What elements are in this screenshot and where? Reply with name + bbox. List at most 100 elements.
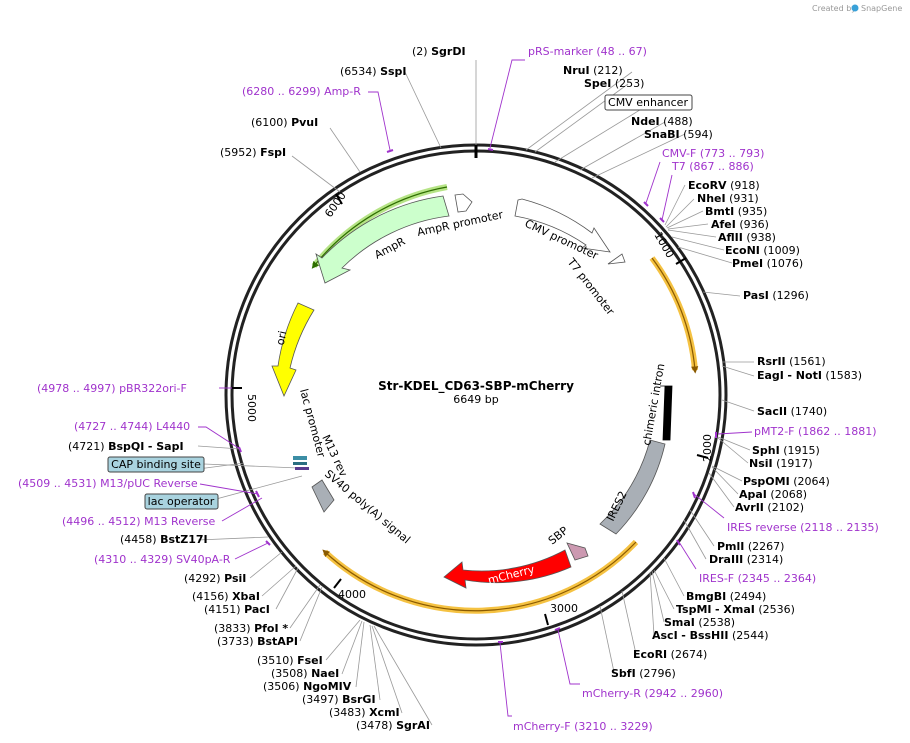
svg-text:T7 (867 .. 886): T7 (867 .. 886) — [671, 160, 754, 173]
svg-text:EagI - NotI (1583): EagI - NotI (1583) — [757, 369, 862, 382]
site-aflii[interactable]: AflII (938) — [718, 231, 776, 244]
site-naei[interactable]: (3508) NaeI — [271, 667, 339, 680]
svg-text:(3508) NaeI: (3508) NaeI — [271, 667, 339, 680]
primer-prs-marker[interactable]: pRS-marker (48 .. 67) — [528, 45, 647, 58]
site-sgrai[interactable]: (3478) SgrAI — [356, 719, 430, 732]
svg-text:AfeI (936): AfeI (936) — [711, 218, 769, 231]
site-rsrii[interactable]: RsrII (1561) — [757, 355, 826, 368]
site-sbfi[interactable]: SbfI (2796) — [611, 667, 676, 680]
svg-text:NsiI (1917): NsiI (1917) — [749, 457, 813, 470]
site-ndei[interactable]: NdeI (488) — [631, 115, 693, 128]
site-fsei[interactable]: (3510) FseI — [257, 654, 323, 667]
site-avrii[interactable]: AvrII (2102) — [735, 501, 804, 514]
primer-ires-f[interactable]: IRES-F (2345 .. 2364) — [699, 572, 816, 585]
mcherry-feature[interactable] — [443, 549, 572, 589]
t7-promoter-feature[interactable] — [607, 253, 626, 265]
svg-text:(4727 .. 4744) L4440: (4727 .. 4744) L4440 — [74, 420, 190, 433]
primer-t7[interactable]: T7 (867 .. 886) — [671, 160, 754, 173]
site-bmti[interactable]: BmtI (935) — [705, 205, 767, 218]
svg-text:(3497) BsrGI: (3497) BsrGI — [302, 693, 376, 706]
svg-text:BmtI (935): BmtI (935) — [705, 205, 767, 218]
ampr-feature[interactable] — [315, 195, 450, 284]
site-econi[interactable]: EcoNI (1009) — [725, 244, 800, 257]
ires2-feature[interactable] — [599, 439, 666, 535]
cmv-enhancer-box[interactable] — [604, 94, 693, 111]
site-psii[interactable]: (4292) PsiI — [184, 572, 246, 585]
svg-text:EcoRV (918): EcoRV (918) — [688, 179, 760, 192]
svg-text:(4292) PsiI: (4292) PsiI — [184, 572, 246, 585]
svg-text:RsrII (1561): RsrII (1561) — [757, 355, 826, 368]
site-sgrdi[interactable]: (2) SgrDI — [412, 45, 466, 58]
svg-text:AvrII (2102): AvrII (2102) — [735, 501, 804, 514]
site-smai[interactable]: SmaI (2538) — [664, 616, 735, 629]
site-bstapi[interactable]: (3733) BstAPI — [217, 635, 298, 648]
site-fspi[interactable]: (5952) FspI — [220, 146, 286, 159]
svg-text:(4496 .. 4512) M13 Reverse: (4496 .. 4512) M13 Reverse — [62, 515, 215, 528]
svg-text:SbfI (2796): SbfI (2796) — [611, 667, 676, 680]
chimeric-intron-feature[interactable] — [660, 385, 673, 441]
svg-text:DraIII (2314): DraIII (2314) — [709, 553, 783, 566]
site-spei[interactable]: SpeI (253) — [584, 77, 644, 90]
primer-m13-reverse[interactable]: (4496 .. 4512) M13 Reverse — [62, 515, 215, 528]
site-sphi[interactable]: SphI (1915) — [752, 444, 820, 457]
site-eagi-noti[interactable]: EagI - NotI (1583) — [757, 369, 862, 382]
mcherry-label: mCherry — [487, 563, 537, 587]
primer-m13-puc-reverse[interactable]: (4509 .. 4531) M13/pUC Reverse — [18, 477, 198, 490]
site-asci-bsshii[interactable]: AscI - BssHII (2544) — [652, 629, 769, 642]
site-sspi[interactable]: (6534) SspI — [340, 65, 407, 78]
site-pspomi[interactable]: PspOMI (2064) — [743, 475, 830, 488]
site-paci[interactable]: (4151) PacI — [204, 603, 270, 616]
site-nsii[interactable]: NsiI (1917) — [749, 457, 813, 470]
site-pmli[interactable]: PmlI (2267) — [717, 540, 784, 553]
site-ngomiv[interactable]: (3506) NgoMIV — [263, 680, 352, 693]
svg-text:mCherry-R (2942 .. 2960): mCherry-R (2942 .. 2960) — [582, 687, 723, 700]
tick-4000 — [333, 578, 342, 589]
site-bspqi-sapi[interactable]: (4721) BspQI - SapI — [68, 440, 184, 453]
site-xcmi[interactable]: (3483) XcmI — [329, 706, 400, 719]
site-pasi[interactable]: PasI (1296) — [743, 289, 809, 302]
site-nrui[interactable]: NruI (212) — [563, 64, 623, 77]
site-xbai[interactable]: (4156) XbaI — [192, 590, 260, 603]
ori-feature[interactable] — [271, 302, 315, 398]
svg-text:(4458) BstZ17I: (4458) BstZ17I — [120, 533, 208, 546]
cmv-promoter-feature[interactable] — [514, 198, 611, 253]
site-bsrgi[interactable]: (3497) BsrGI — [302, 693, 376, 706]
site-pfoi[interactable]: (3833) PfoI * — [214, 622, 288, 635]
primer-mcherry-f[interactable]: mCherry-F (3210 .. 3229) — [513, 720, 653, 733]
tick-1000 — [675, 257, 687, 265]
site-draiii[interactable]: DraIII (2314) — [709, 553, 783, 566]
site-snabi[interactable]: SnaBI (594) — [644, 128, 713, 141]
site-pmei[interactable]: PmeI (1076) — [732, 257, 803, 270]
primer-pmt2-f[interactable]: pMT2-F (1862 .. 1881) — [754, 425, 877, 438]
svg-text:AflII (938): AflII (938) — [718, 231, 776, 244]
ampr-promoter-feature[interactable] — [454, 193, 473, 213]
lac-operator-box[interactable] — [144, 493, 219, 510]
sbp-feature[interactable] — [566, 542, 589, 561]
site-nhei[interactable]: NheI (931) — [697, 192, 759, 205]
site-sacii[interactable]: SacII (1740) — [757, 405, 827, 418]
site-bstz17i[interactable]: (4458) BstZ17I — [120, 533, 208, 546]
primer-mcherry-r[interactable]: mCherry-R (2942 .. 2960) — [582, 687, 723, 700]
site-ecorv[interactable]: EcoRV (918) — [688, 179, 760, 192]
cap-binding-site-box[interactable] — [107, 456, 205, 473]
tick-label-1000: 1000 — [651, 230, 676, 261]
site-pvui[interactable]: (6100) PvuI — [251, 116, 318, 129]
primer-amp-r[interactable]: (6280 .. 6299) Amp-R — [242, 85, 361, 98]
site-apai[interactable]: ApaI (2068) — [739, 488, 807, 501]
primer-sv40pa-r[interactable]: (4310 .. 4329) SV40pA-R — [94, 553, 231, 566]
sv40-polya-feature[interactable] — [311, 479, 335, 513]
primer-mark-mcherryr — [554, 627, 561, 631]
primer-pbr322ori-f[interactable]: (4978 .. 4997) pBR322ori-F — [37, 382, 187, 395]
primer-ires-reverse[interactable]: IRES reverse (2118 .. 2135) — [727, 521, 879, 534]
site-bmgbi[interactable]: BmgBI (2494) — [686, 590, 766, 603]
lac-operator-label: lac operator — [148, 495, 215, 508]
primer-l4440[interactable]: (4727 .. 4744) L4440 — [74, 420, 190, 433]
svg-text:(3483) XcmI: (3483) XcmI — [329, 706, 400, 719]
site-afei[interactable]: AfeI (936) — [711, 218, 769, 231]
plasmid-length: 6649 bp — [453, 393, 498, 406]
svg-text:(3478) SgrAI: (3478) SgrAI — [356, 719, 430, 732]
primer-cmv-f[interactable]: CMV-F (773 .. 793) — [662, 147, 764, 160]
cap-binding-mark — [293, 462, 307, 465]
site-tspmi-xmai[interactable]: TspMI - XmaI (2536) — [676, 603, 795, 616]
site-ecori[interactable]: EcoRI (2674) — [633, 648, 707, 661]
